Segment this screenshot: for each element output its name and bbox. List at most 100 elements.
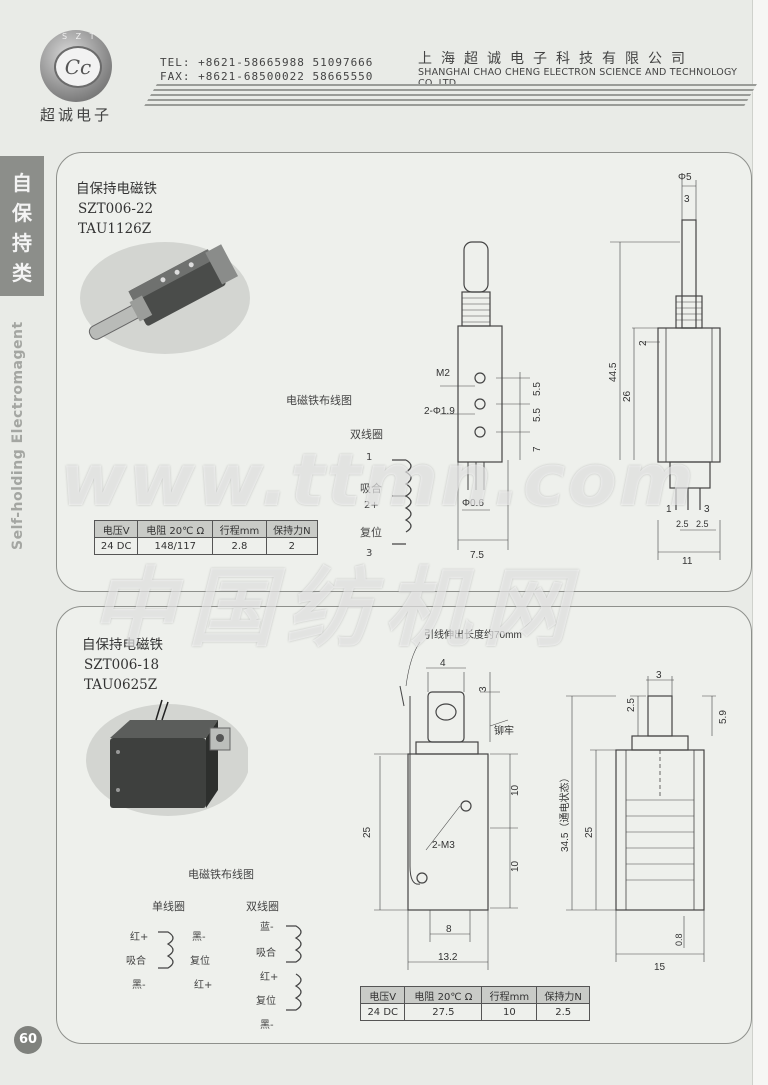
wire-label: 黑-	[132, 980, 146, 991]
wiring-title: 电磁铁布线图	[188, 868, 254, 881]
table-header: 电阻 20℃ Ω	[404, 986, 483, 1004]
table-cell: 24 DC	[93, 537, 139, 555]
product-title: 自保持电磁铁	[82, 637, 163, 653]
wire-label: 吸合	[126, 956, 146, 967]
dim-label: 3	[656, 670, 662, 681]
dim-label: 7	[532, 446, 543, 452]
page-edge	[752, 0, 768, 1085]
wire-label: 黑-	[192, 932, 206, 943]
coil-symbol	[286, 925, 302, 1011]
dim-label: 11	[682, 556, 693, 567]
company-name-zh: 上海超诚电子科技有限公司	[418, 51, 694, 67]
dim-label: 5.9	[718, 710, 729, 724]
dim-label: 26	[622, 390, 633, 402]
product-panel-1	[56, 152, 752, 592]
category-char: 自	[12, 171, 32, 195]
technical-drawing-1: M2 2-Φ1.9 5.5 5.5 7 Φ0.6 7.5 Φ5 3 44.5 2…	[424, 172, 721, 567]
spec-table-1: 电压V 电阻 20℃ Ω 行程mm 保持力N 24 DC 148/117 2.8…	[93, 520, 319, 555]
wire-label: 2+	[364, 500, 379, 511]
dim-label: 2.5	[696, 519, 709, 529]
technical-drawing-2: 引线伸出长度约70mm 铆牢 4 3 10 10 25 2-M3 8 13.2 …	[362, 628, 729, 973]
product-photo-2	[86, 699, 248, 816]
wire-label: 复位	[256, 996, 276, 1007]
dim-label: 4	[440, 658, 446, 669]
wire-label: 吸合	[360, 482, 382, 495]
table-cell: 2.5	[536, 1003, 590, 1021]
table-cell: 10	[481, 1003, 538, 1021]
dim-label: 引线伸出长度约70mm	[424, 628, 522, 641]
watermark-cn: 中国纺机网	[90, 559, 580, 659]
dim-label: 2-M3	[432, 840, 455, 851]
tel-line: TEL: +8621-58665988 51097666	[160, 56, 374, 69]
product-title: 自保持电磁铁	[76, 181, 157, 197]
company-logo: Cc S Z T	[40, 30, 112, 102]
dim-label: 2.5	[626, 698, 637, 712]
dim-label: 8	[446, 924, 452, 935]
pin-label: 1	[666, 504, 672, 515]
dim-label: 0.8	[674, 933, 684, 946]
product-model: SZT006-18	[84, 657, 160, 673]
dim-label: 3	[684, 194, 690, 205]
dim-label: 25	[584, 826, 595, 838]
wire-label: 红+	[260, 972, 279, 983]
header-stripes	[143, 84, 757, 108]
product-model: TAU1126Z	[78, 221, 152, 237]
table-header: 电压V	[359, 986, 406, 1004]
spec-table-2: 电压V 电阻 20℃ Ω 行程mm 保持力N 24 DC 27.5 10 2.5	[359, 986, 590, 1021]
table-header: 保持力N	[536, 986, 590, 1004]
dim-label: M2	[436, 368, 450, 379]
product-model: SZT006-22	[78, 201, 154, 217]
table-header: 电阻 20℃ Ω	[137, 520, 214, 538]
wire-label: 1	[366, 452, 373, 463]
category-tab: 自 保 持 类	[0, 156, 44, 296]
company-name-en: SHANGHAI CHAO CHENG ELECTRON SCIENCE AND…	[418, 67, 738, 89]
wire-label: 红+	[130, 932, 149, 943]
dim-label: 铆牢	[494, 724, 514, 737]
dim-label: 3	[478, 686, 489, 692]
dim-label: 25	[362, 826, 373, 838]
dim-label: 5.5	[532, 382, 543, 396]
watermark-url: www.ttmn.com	[60, 438, 696, 522]
coil-type: 单线圈	[152, 900, 185, 913]
fax-line: FAX: +8621-68500022 58665550	[160, 70, 374, 83]
product-panel-2	[56, 606, 752, 1044]
logo-ring-text: S Z T	[62, 32, 98, 41]
table-header: 行程mm	[481, 986, 538, 1004]
wire-label: 吸合	[256, 948, 276, 959]
dim-label: 7.5	[470, 550, 484, 561]
dim-label: 13.2	[438, 952, 458, 963]
table-header: 保持力N	[265, 520, 319, 538]
table-header: 电压V	[93, 520, 139, 538]
coil-type: 双线圈	[246, 900, 279, 913]
wire-label: 3	[366, 548, 373, 559]
table-header: 行程mm	[212, 520, 267, 538]
table-cell: 27.5	[404, 1003, 483, 1021]
dim-label: 2-Φ1.9	[424, 406, 455, 417]
product-model: TAU0625Z	[84, 677, 158, 693]
brand-name: 超诚电子	[40, 106, 113, 124]
table-cell: 24 DC	[359, 1003, 406, 1021]
category-char: 类	[12, 261, 32, 285]
wire-label: 复位	[190, 956, 210, 967]
dim-label: 2.5	[676, 519, 689, 529]
dim-label: 10	[510, 784, 521, 796]
dim-label: Φ0.6	[462, 498, 484, 509]
table-cell: 148/117	[137, 537, 214, 555]
wire-label: 蓝-	[260, 922, 274, 933]
dim-label: 34.5（通电状态）	[558, 773, 571, 852]
wiring-title: 电磁铁布线图	[286, 394, 352, 407]
dim-label: 44.5	[608, 362, 619, 382]
coil-type: 双线圈	[350, 428, 383, 441]
logo-mark: Cc	[54, 46, 102, 88]
dim-label: 5.5	[532, 408, 543, 422]
pin-label: 3	[704, 504, 710, 515]
table-cell: 2	[265, 537, 319, 555]
dim-label: 10	[510, 860, 521, 872]
product-photo-1	[80, 242, 250, 354]
dim-label: 15	[654, 962, 666, 973]
coil-symbol	[392, 459, 412, 545]
dim-label: Φ5	[678, 172, 692, 183]
dim-label: 2	[638, 340, 649, 346]
wire-label: 黑-	[260, 1020, 274, 1031]
category-char: 持	[12, 231, 32, 255]
